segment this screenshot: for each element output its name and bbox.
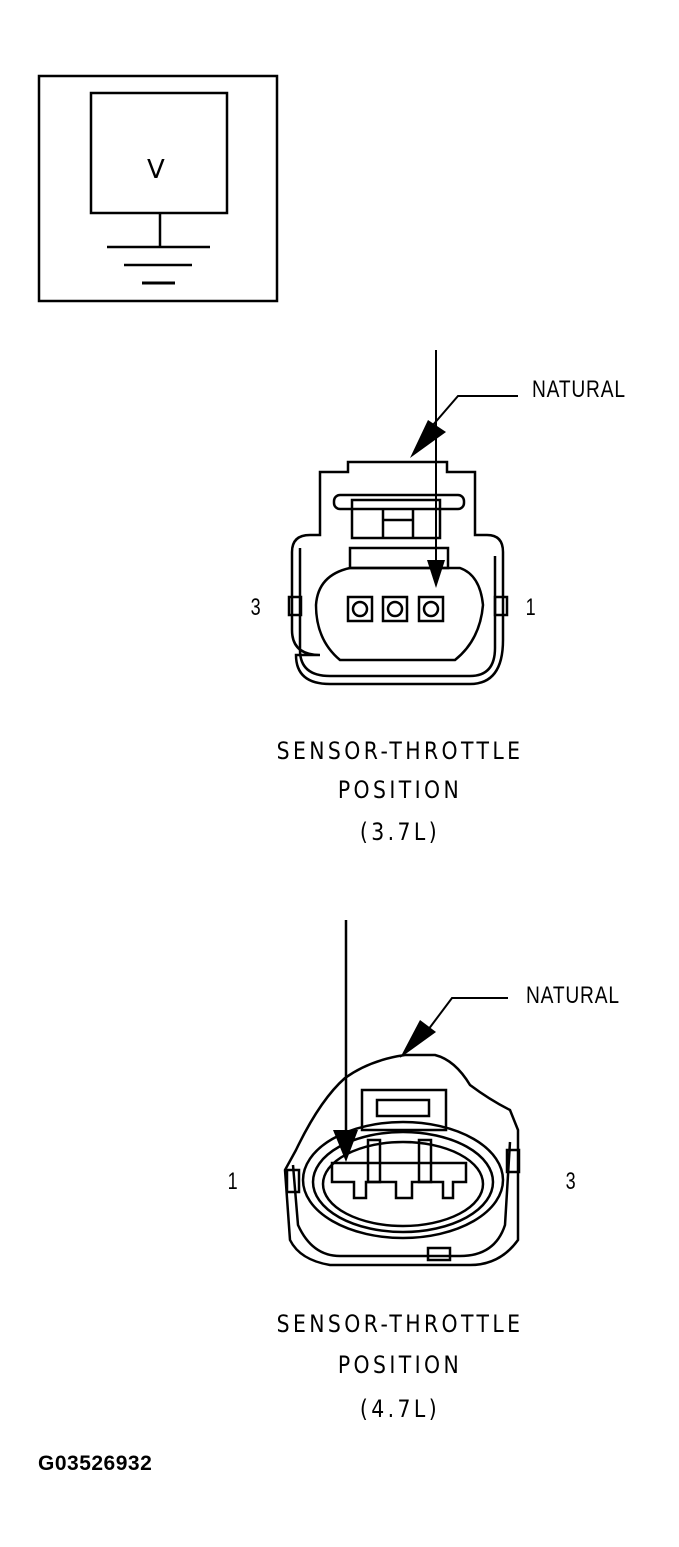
connector-3.7l-callout: NATURAL — [532, 376, 626, 403]
connector-3.7l-drawing — [287, 350, 518, 686]
connector-4.7l-pin-right: 3 — [565, 1168, 576, 1195]
legend-frame — [37, 74, 279, 303]
connector-3.7l-pin-right: 1 — [525, 594, 536, 621]
voltmeter-symbol-letter: V — [147, 155, 165, 185]
connector-4.7l-drawing — [283, 920, 521, 1267]
connector-3.7l-pin-left: 3 — [250, 594, 261, 621]
connector-4.7l-caption-line2: POSITION — [337, 1351, 463, 1379]
connector-3.7l-caption-line3: (3.7L) — [359, 818, 441, 846]
connector-4.7l-caption-line1: SENSOR-THROTTLE — [276, 1310, 524, 1338]
figure-id: G03526932 — [38, 1452, 153, 1475]
voltmeter-box — [89, 91, 229, 215]
connector-3.7l-caption-line2: POSITION — [337, 776, 463, 804]
connector-4.7l-caption-line3: (4.7L) — [359, 1395, 441, 1423]
connector-4.7l-pin-left: 1 — [227, 1168, 238, 1195]
connector-3.7l-caption-line1: SENSOR-THROTTLE — [276, 737, 524, 765]
connector-4.7l-callout: NATURAL — [526, 982, 620, 1009]
